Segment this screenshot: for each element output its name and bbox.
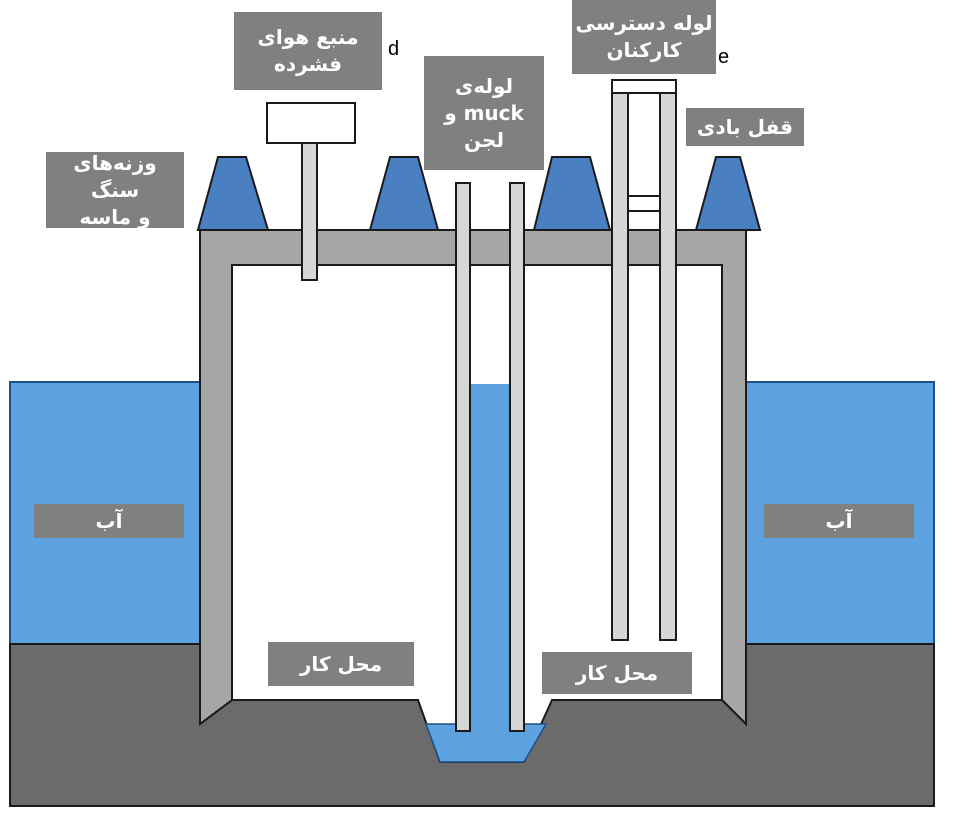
- stray-text-e: e: [718, 46, 730, 68]
- label-worker-access: لوله دسترسی کارکنان: [572, 0, 716, 74]
- compressed-air-pipe: [301, 142, 318, 281]
- label-water-right: آب: [764, 504, 914, 538]
- muck-pipe-water: [470, 384, 510, 726]
- label-work-area-right: محل کار: [542, 652, 692, 694]
- caisson-wall: [199, 229, 747, 727]
- access-shaft-left-wall: [611, 92, 629, 641]
- muck-pipe-left-wall: [455, 182, 471, 732]
- label-water-left: آب: [34, 504, 184, 538]
- access-shaft-cap: [611, 79, 677, 94]
- muck-pipe-right-wall: [509, 182, 525, 732]
- air-lock-door: [627, 195, 661, 212]
- access-shaft-right-wall: [659, 92, 677, 641]
- label-muck-pipe: لوله‌ی muck و لجن: [424, 56, 544, 170]
- label-compressed-air: منبع هوای فشرده: [234, 12, 382, 90]
- compressed-air-box: [266, 102, 356, 144]
- label-work-area-left: محل کار: [268, 642, 414, 686]
- label-weights: وزنه‌های سنگ و ماسه: [46, 151, 184, 229]
- weight-block-1: [196, 156, 270, 231]
- water-pit: [424, 723, 548, 763]
- weight-block-3: [532, 156, 612, 231]
- label-air-lock: قفل بادی: [686, 108, 804, 146]
- weight-block-2: [368, 156, 440, 231]
- stray-text-d: d: [388, 38, 400, 60]
- weight-block-4: [694, 156, 762, 231]
